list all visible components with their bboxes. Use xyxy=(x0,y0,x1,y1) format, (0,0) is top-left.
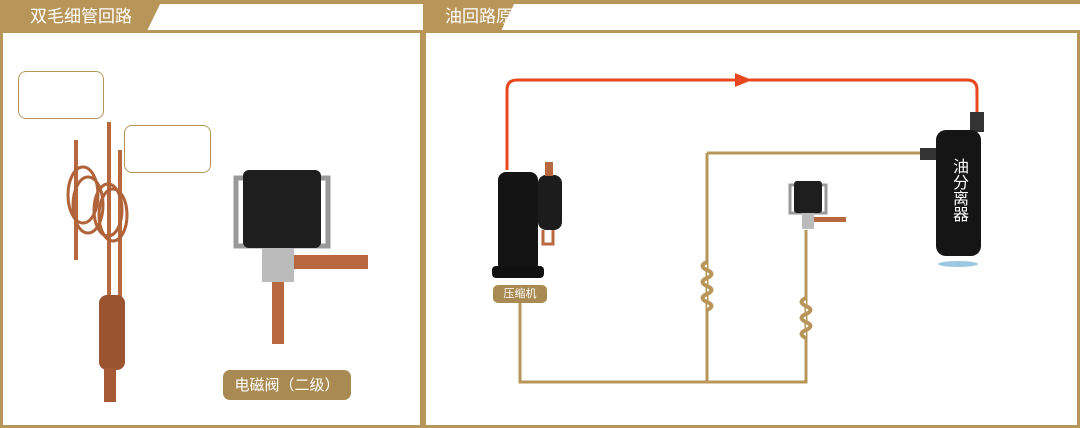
left-tab-shape xyxy=(0,0,162,33)
capillary-coil-1 xyxy=(700,260,714,312)
oil-separator-illustration xyxy=(920,112,984,267)
left-panel xyxy=(0,30,423,428)
solenoid-valve-illustration xyxy=(233,170,368,344)
flow-arrow-icon xyxy=(735,73,752,87)
compressor-label: 压缩机 xyxy=(493,285,547,303)
small-solenoid-valve xyxy=(788,181,846,229)
oil-return-lines xyxy=(518,151,935,384)
capillary-tube-illustration xyxy=(66,122,129,402)
left-panel-title: 双毛细管回路 xyxy=(30,7,132,27)
right-tab-shape xyxy=(423,0,516,33)
discharge-line xyxy=(505,78,979,170)
solenoid-valve-label: 电磁阀（二级） xyxy=(223,370,351,400)
top-rule xyxy=(0,0,1080,4)
compressor-illustration xyxy=(492,162,562,278)
callout-box-1 xyxy=(18,71,104,119)
right-panel-title: 油回路原理图 xyxy=(445,7,547,27)
oil-separator-label: 油分离器 xyxy=(950,158,969,222)
capillary-coil-2 xyxy=(799,296,813,340)
callout-box-2 xyxy=(124,125,211,173)
